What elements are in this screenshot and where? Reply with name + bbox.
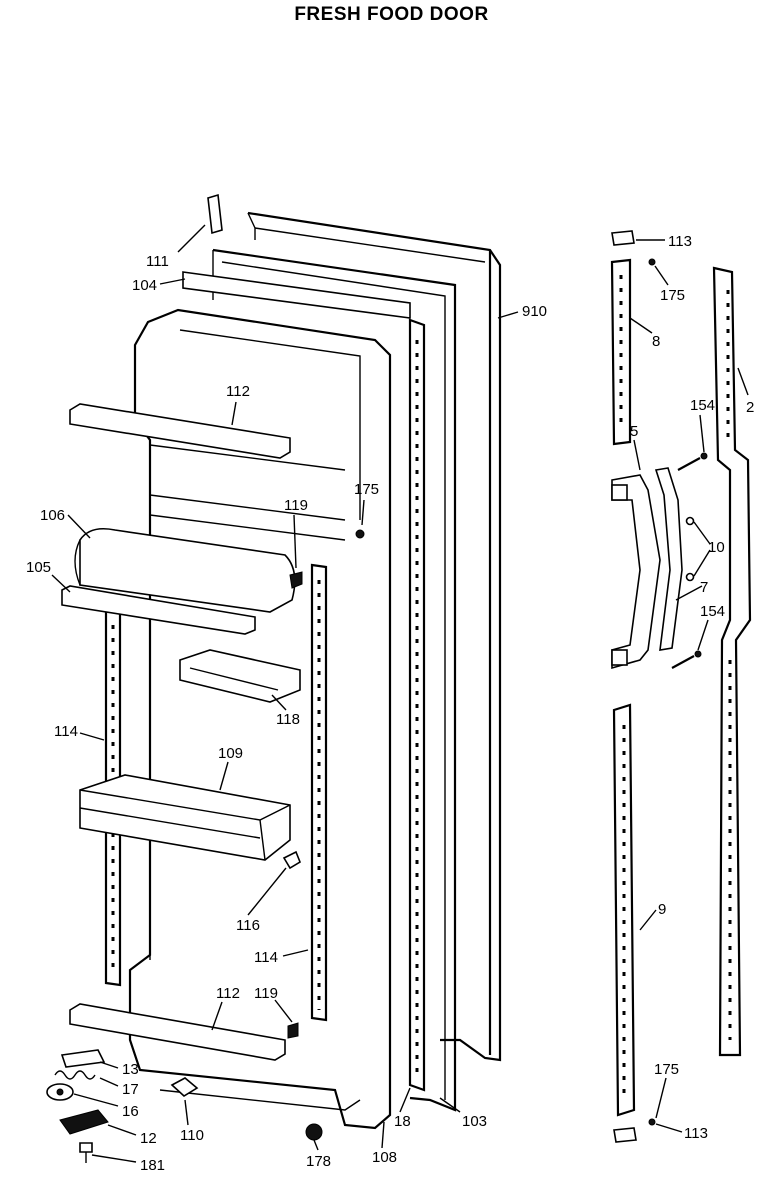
label-106: 106 bbox=[40, 507, 65, 524]
dairy-compartment bbox=[74, 527, 296, 613]
label-7: 7 bbox=[700, 579, 708, 596]
leader-lines bbox=[51, 224, 749, 1163]
label-108: 108 bbox=[372, 1149, 397, 1166]
label-18: 18 bbox=[394, 1113, 411, 1130]
end-cap-113-top bbox=[611, 230, 635, 246]
cam-16 bbox=[46, 1083, 74, 1101]
label-910: 910 bbox=[522, 303, 547, 320]
label-119-lower: 119 bbox=[254, 985, 278, 1002]
label-119-upper: 119 bbox=[284, 497, 308, 514]
spring-17 bbox=[54, 1070, 96, 1080]
label-105: 105 bbox=[26, 559, 51, 576]
diagram-title: FRESH FOOD DOOR bbox=[294, 4, 489, 25]
label-113-top: 113 bbox=[668, 233, 692, 250]
label-109: 109 bbox=[218, 745, 243, 762]
handle-5 bbox=[611, 474, 661, 670]
screw-175-bottom bbox=[648, 1118, 656, 1126]
plug-178 bbox=[305, 1123, 323, 1141]
plate-13 bbox=[60, 1049, 106, 1068]
label-116: 116 bbox=[236, 917, 260, 934]
label-154-upper: 154 bbox=[690, 397, 715, 414]
screw-175-liner bbox=[355, 529, 365, 539]
label-114-left: 114 bbox=[54, 723, 78, 740]
label-9: 9 bbox=[658, 901, 666, 918]
label-16: 16 bbox=[122, 1103, 139, 1120]
breaker-strip-right bbox=[408, 318, 426, 1092]
handle-insert-7 bbox=[654, 467, 683, 651]
label-104: 104 bbox=[132, 277, 157, 294]
label-112-upper: 112 bbox=[226, 383, 250, 400]
dairy-door bbox=[61, 585, 256, 635]
screw-154-lower bbox=[671, 650, 702, 669]
label-2: 2 bbox=[746, 399, 754, 416]
label-175-liner: 175 bbox=[354, 481, 379, 498]
label-118: 118 bbox=[276, 711, 300, 728]
label-8: 8 bbox=[652, 333, 660, 350]
egg-tray bbox=[179, 649, 301, 703]
end-cap-113-bottom bbox=[613, 1127, 637, 1143]
top-trim-strip bbox=[182, 271, 411, 319]
label-113-bottom: 113 bbox=[684, 1125, 708, 1142]
lower-shelf-bar bbox=[69, 1003, 286, 1061]
cap-110 bbox=[170, 1077, 199, 1097]
label-114-right: 114 bbox=[254, 949, 278, 966]
handle-bracket-top bbox=[207, 193, 223, 235]
label-175-bottom: 175 bbox=[654, 1061, 679, 1078]
upper-shelf-bar bbox=[69, 403, 291, 459]
label-175-top: 175 bbox=[660, 287, 685, 304]
label-110: 110 bbox=[180, 1127, 204, 1144]
shelf-stud-119-lower bbox=[287, 1022, 299, 1039]
screw-175-top bbox=[648, 258, 656, 266]
right-shelf-rail bbox=[310, 563, 328, 1022]
label-154-lower: 154 bbox=[700, 603, 725, 620]
label-17: 17 bbox=[122, 1081, 139, 1098]
label-103: 103 bbox=[462, 1113, 487, 1130]
handle-cover-upper-8 bbox=[610, 258, 632, 446]
label-5: 5 bbox=[630, 423, 638, 440]
screw-10-lower bbox=[685, 572, 695, 582]
shelf-stud-116 bbox=[282, 850, 301, 870]
trim-strip-2 bbox=[712, 266, 752, 1057]
screw-154-upper bbox=[677, 452, 708, 471]
label-13: 13 bbox=[122, 1061, 139, 1078]
bracket-12 bbox=[59, 1109, 109, 1135]
handle-cover-lower-9 bbox=[612, 703, 636, 1117]
label-181: 181 bbox=[140, 1157, 165, 1174]
label-178: 178 bbox=[306, 1153, 331, 1170]
screw-10-upper bbox=[685, 516, 695, 526]
label-111: 111 bbox=[146, 253, 169, 270]
label-10: 10 bbox=[708, 539, 725, 556]
label-12: 12 bbox=[140, 1130, 157, 1147]
door-bin bbox=[79, 774, 291, 861]
label-112-lower: 112 bbox=[216, 985, 240, 1002]
shelf-stud-119-upper bbox=[289, 571, 303, 589]
screw-181 bbox=[79, 1142, 93, 1163]
outer-door-panel bbox=[247, 211, 502, 1062]
